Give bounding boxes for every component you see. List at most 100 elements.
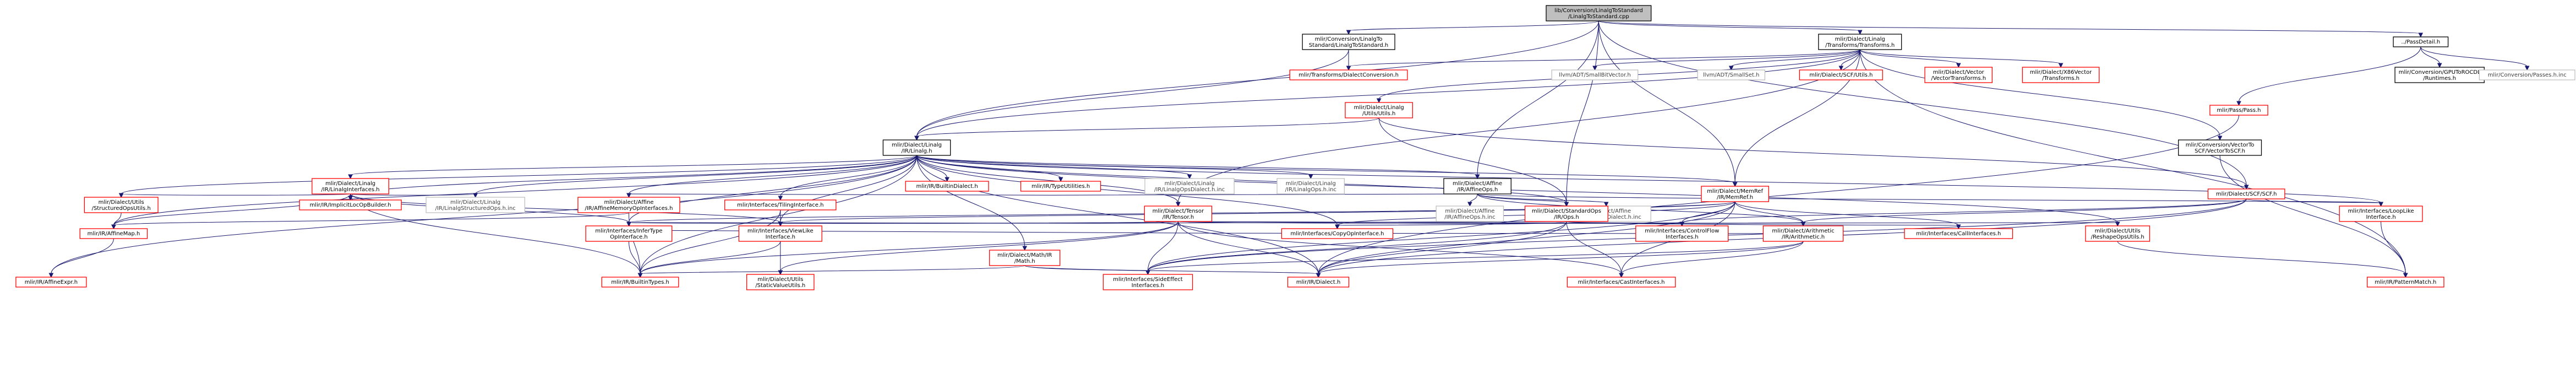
edge-affinemap-to-affineexpr [48,238,114,278]
node-vectortoscf[interactable]: mlir/Conversion/VectorToSCF/VectorToSCF.… [2178,139,2262,156]
node-box [1144,178,1235,194]
edge-transforms_h-to-linalg_h [914,49,1860,141]
node-reshapeops[interactable]: mlir/Dialect/Utils/ReshapeOpsUtils.h [2085,225,2151,242]
node-label: mlir/Conversion/LinalgTo [1315,36,1383,42]
node-label: mlir/Pass/Pass.h [2217,107,2261,113]
node-box [425,197,526,213]
node-structuredopsutils[interactable]: mlir/Dialect/Utils/StructuredOpsUtils.h [84,197,159,213]
node-x86vector[interactable]: mlir/Dialect/X86Vector/Transforms.h [2022,67,2100,83]
node-label: mlir/Conversion/VectorTo [2186,142,2255,148]
node-copyop[interactable]: mlir/Interfaces/CopyOpInterface.h [1281,228,1394,239]
edge-root-to-conv_h [1346,20,1599,35]
node-label: mlir/Dialect/SCF/SCF.h [2216,191,2277,197]
node-label: SCF/VectorToSCF.h [2195,148,2245,154]
node-linalgops_inc: mlir/Dialect/Linalg/IR/LinalgOps.h.inc [1276,178,1345,194]
node-box [2178,139,2262,156]
node-label: mlir/Interfaces/CopyOpInterface.h [1291,231,1384,237]
edge-transforms_h-to-x86vector [1859,49,2064,68]
node-tilinginterface[interactable]: mlir/Interfaces/TilingInterface.h [724,199,837,210]
node-affineexpr[interactable]: mlir/IR/AffineExpr.h [15,277,87,288]
node-affineops_inc: mlir/Dialect/Affine/IR/AffineOps.h.inc [1436,206,1504,222]
node-label: mlir/IR/PatternMatch.h [2375,279,2436,285]
node-pass_h[interactable]: mlir/Pass/Pass.h [2209,105,2268,116]
edge-transforms_h-to-vectortransforms [1859,49,1961,68]
node-math[interactable]: mlir/Dialect/Math/IR/Math.h [989,250,1061,266]
node-label: Interfaces.h [1132,283,1165,289]
node-tensor[interactable]: mlir/Dialect/Tensor/IR/Tensor.h [1144,206,1213,222]
node-label: mlir/Conversion/Passes.h.inc [2488,72,2567,78]
node-typeutilities[interactable]: mlir/IR/TypeUtilities.h [1020,181,1101,192]
node-convpasses: mlir/Conversion/Passes.h.inc [2479,69,2575,80]
edge-affineops-to-affineops_inc [1467,193,1478,207]
edge-tensor-to-staticvalue [778,221,1178,275]
node-conv_h[interactable]: mlir/Conversion/LinalgToStandard/LinalgT… [1302,34,1395,50]
node-box [724,199,837,210]
node-linalginterfaces[interactable]: mlir/Dialect/Linalg/IR/LinalgInterfaces.… [312,178,389,194]
node-root[interactable]: lib/Conversion/LinalgToStandard/LinalgTo… [1546,5,1652,21]
node-label: mlir/IR/TypeUtilities.h [1032,183,1090,190]
node-transforms_h[interactable]: mlir/Dialect/Linalg/Transforms/Transform… [1818,34,1902,50]
edge-linalg_h-to-math [916,155,1028,251]
node-dialectconv[interactable]: mlir/Transforms/DialectConversion.h [1289,69,1408,80]
node-affineops[interactable]: mlir/Dialect/Affine/IR/AffineOps.h [1443,178,1511,194]
node-label: mlir/IR/ImplicitLocOpBuilder.h [310,202,391,208]
edge-root-to-passdetail [1598,20,2424,38]
node-label: /IR/Linalg.h [901,148,932,154]
node-label: mlir/Dialect/Math/IR [997,252,1052,258]
edge-tensor-to-builtintypes [637,221,1178,278]
node-passdetail[interactable]: ../PassDetail.h [2393,36,2449,47]
node-label: mlir/IR/BuiltinDialect.h [916,183,978,190]
node-castinterfaces[interactable]: mlir/Interfaces/CastInterfaces.h [1567,277,1676,288]
edge-linalginterfaces-to-structuredopsutils [118,193,351,198]
node-label: Standard/LinalgToStandard.h [1309,42,1388,48]
node-label: mlir/Dialect/Tensor [1153,208,1204,214]
node-label: mlir/Dialect/Linalg [892,142,942,148]
node-label: lib/Conversion/LinalgToStandard [1554,8,1643,14]
node-builtintypes[interactable]: mlir/IR/BuiltinTypes.h [601,277,679,288]
node-builtindialect[interactable]: mlir/IR/BuiltinDialect.h [905,181,989,192]
node-box [1443,178,1511,194]
edge-linalg_h-to-tilinginterface [778,155,917,201]
edge-linalg_h-to-memref [916,155,1738,187]
node-callinterfaces[interactable]: mlir/Interfaces/CallInterfaces.h [1904,228,2013,239]
node-linalgutils[interactable]: mlir/Dialect/Linalg/Utils/Utils.h [1345,102,1413,118]
node-box [15,277,87,288]
node-scfutils[interactable]: mlir/Dialect/SCF/Utils.h [1799,69,1883,80]
node-label: mlir/Transforms/DialectConversion.h [1298,72,1399,78]
node-affinemap[interactable]: mlir/IR/AffineMap.h [79,228,148,239]
node-label: /Math.h [1014,258,1035,264]
node-gpu_rocdl[interactable]: mlir/Conversion/GPUToROCDL/Runtimes.h [2394,67,2485,83]
edge-root-to-affineops [1475,20,1599,180]
node-memref[interactable]: mlir/Dialect/MemRef/IR/MemRef.h [1701,186,1769,202]
node-label: /IR/AffineOps.h.inc [1444,214,1495,220]
node-box [585,225,673,242]
node-dialect_h[interactable]: mlir/IR/Dialect.h [1287,277,1350,288]
node-affinememory[interactable]: mlir/Dialect/Affine/IR/AffineMemoryOpInt… [577,197,680,213]
node-standardops[interactable]: mlir/Dialect/StandardOps/IR/Ops.h [1524,206,1608,222]
node-vectortransforms[interactable]: mlir/Dialect/Vector/VectorTransforms.h [1924,67,1993,83]
node-linalg_h[interactable]: mlir/Dialect/Linalg/IR/Linalg.h [882,139,951,156]
edge-conv_h-to-linalg_h [914,49,1349,141]
edge-linalg_h-to-affineops [916,155,1480,180]
node-label: mlir/Interfaces/LoopLike [2348,208,2414,214]
node-patternmatch[interactable]: mlir/IR/PatternMatch.h [2366,277,2444,288]
edge-transforms_h-to-smallbit [1592,49,1860,71]
node-layer: lib/Conversion/LinalgToStandard/LinalgTo… [15,5,2575,290]
node-label: mlir/Dialect/Affine [604,199,653,206]
edge-arithmetic-to-castinterfaces [1619,241,1804,278]
node-implicitloc[interactable]: mlir/IR/ImplicitLocOpBuilder.h [299,199,402,210]
node-staticvalue[interactable]: mlir/Dialect/Utils/StaticValueUtils.h [746,274,815,290]
node-scf_h[interactable]: mlir/Dialect/SCF/SCF.h [2207,188,2285,199]
node-box [1546,5,1652,21]
node-box [989,250,1061,266]
node-arithmetic[interactable]: mlir/Dialect/Arithmetic/IR/Arithmetic.h [1762,225,1844,242]
edge-linalg_h-to-builtindialect [916,155,949,182]
node-box [2339,206,2423,222]
edge-root-to-scf_h [1598,20,2249,190]
node-box [1635,225,1729,242]
